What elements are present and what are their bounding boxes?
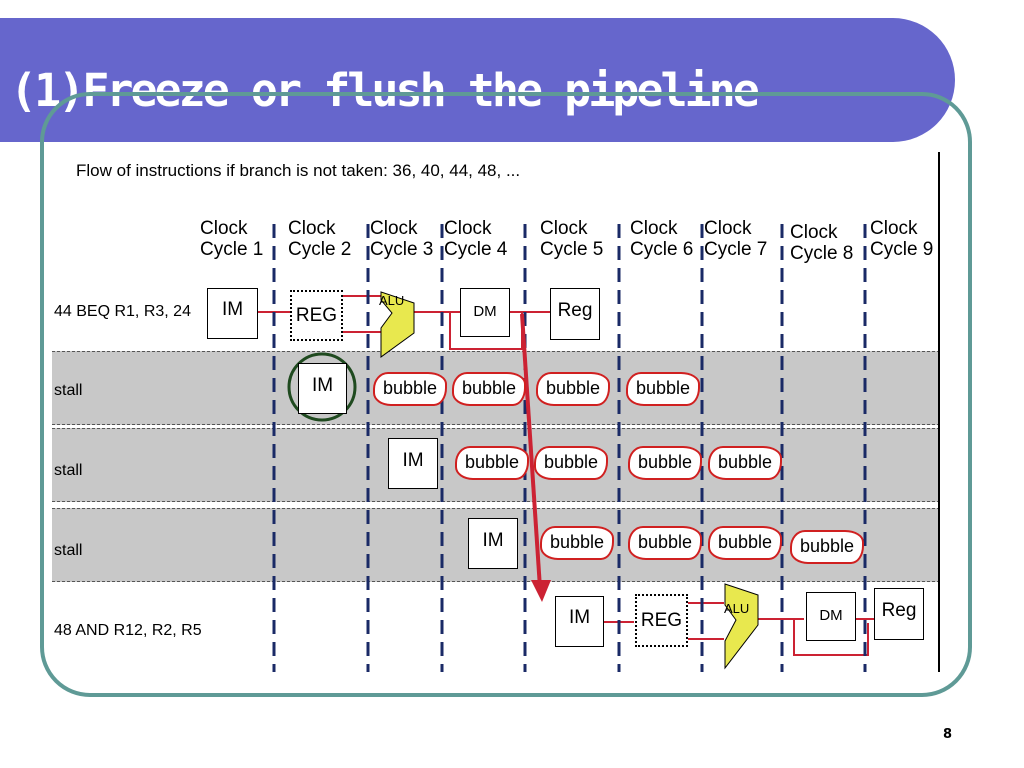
pipeline-bubble: bubble: [790, 530, 864, 564]
highlight-circle: [287, 352, 357, 422]
im-stage: IM: [298, 363, 347, 414]
im-stage: IM: [555, 596, 604, 647]
branch-arrow-head: [531, 580, 551, 602]
reg-write-stage: Reg: [874, 588, 924, 640]
pipeline-bubble: bubble: [452, 372, 526, 406]
instruction-label: 48 AND R12, R2, R5: [54, 622, 202, 639]
dm-stage: DM: [460, 288, 510, 337]
title-underline: [0, 148, 888, 152]
slide-number: 8: [943, 727, 953, 742]
im-stage: IM: [207, 288, 258, 339]
branch-arrow-line: [520, 313, 542, 589]
title-bar: (1)Freeze or flush the pipeline: [0, 18, 955, 152]
pipeline-bubble: bubble: [373, 372, 447, 406]
alu-shape: [724, 583, 759, 670]
reg-stage: REG: [635, 594, 688, 647]
pipeline-bubble: bubble: [708, 526, 782, 560]
pipeline-bubble: bubble: [628, 526, 702, 560]
reg-write-stage: Reg: [550, 288, 600, 340]
alu-shape: [380, 291, 415, 358]
pipeline-bubble: bubble: [455, 446, 529, 480]
content-frame: [40, 92, 972, 697]
alu-label: ALU: [724, 601, 750, 616]
pipeline-bubble: bubble: [534, 446, 608, 480]
instruction-label: 44 BEQ R1, R3, 24: [54, 303, 191, 320]
figure-caption: Flow of instructions if branch is not ta…: [76, 161, 521, 180]
pipeline-connections: [258, 224, 874, 672]
figure-border: [938, 152, 940, 672]
reg-stage: REG: [290, 290, 343, 341]
pipeline-diagram: Flow of instructions if branch is not ta…: [52, 152, 940, 672]
alu-label: ALU: [379, 293, 405, 308]
pipeline-bubble: bubble: [536, 372, 610, 406]
dm-stage: DM: [806, 592, 856, 641]
slide-title: (1)Freeze or flush the pipeline: [10, 64, 760, 117]
pipeline-bubble: bubble: [540, 526, 614, 560]
pipeline-bubble: bubble: [708, 446, 782, 480]
im-stage: IM: [388, 438, 438, 489]
pipeline-bubble: bubble: [626, 372, 700, 406]
stall-label: stall: [54, 542, 83, 559]
stall-label: stall: [54, 462, 83, 479]
im-stage: IM: [468, 518, 518, 569]
pipeline-bubble: bubble: [628, 446, 702, 480]
stall-label: stall: [54, 382, 83, 399]
